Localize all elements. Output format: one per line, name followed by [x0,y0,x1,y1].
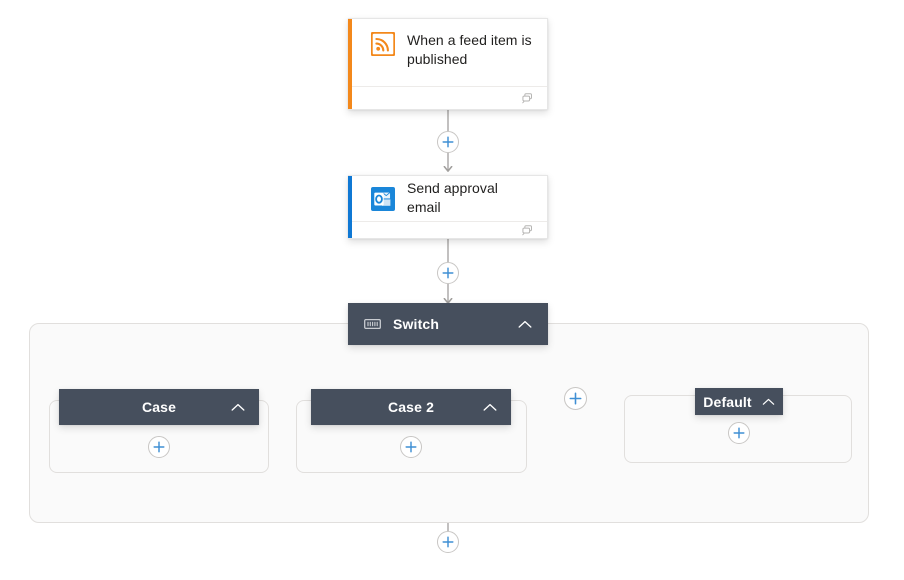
chevron-up-icon[interactable] [762,398,775,406]
trigger-accent-bar [348,19,352,109]
add-action-default-button[interactable] [728,422,750,444]
action-card-send-approval-email[interactable]: Send approval email [348,175,548,239]
default-case-header[interactable]: Default [695,388,783,415]
connector-info-icon[interactable] [521,91,535,105]
outlook-icon [371,186,395,211]
plus-icon [153,441,165,453]
case-2-label: Case 2 [387,399,435,415]
switch-icon [364,318,381,330]
rss-icon [371,32,395,56]
plus-icon [442,536,454,548]
chevron-up-icon[interactable] [231,403,245,412]
case-2-header[interactable]: Case 2 [311,389,511,425]
chevron-up-icon[interactable] [518,320,532,329]
plus-icon [569,392,582,405]
default-case-label: Default [703,393,752,410]
chevron-up-icon[interactable] [483,403,497,412]
add-case-button[interactable] [564,387,587,410]
trigger-card-footer [348,86,547,109]
case-1-header[interactable]: Case [59,389,259,425]
plus-icon [733,427,745,439]
email-title: Send approval email [407,180,498,216]
connector-info-icon[interactable] [521,223,535,237]
add-action-case-2-button[interactable] [400,436,422,458]
switch-node-label: Switch [393,316,440,332]
email-card-header: Send approval email [348,176,547,221]
email-card-footer [348,220,547,239]
trigger-card-header: When a feed item is published [348,19,547,86]
plus-icon [405,441,417,453]
email-accent-bar [348,176,352,238]
plus-icon [442,136,454,148]
action-card-trigger[interactable]: When a feed item is published [348,18,548,110]
trigger-title: When a feed item is published [407,32,532,67]
plus-icon [442,267,454,279]
add-action-case-1-button[interactable] [148,436,170,458]
insert-after-switch-button[interactable] [437,531,459,553]
case-1-label: Case [141,399,177,415]
insert-after-trigger-button[interactable] [437,131,459,153]
insert-after-email-button[interactable] [437,262,459,284]
switch-node-header[interactable]: Switch [348,303,548,345]
